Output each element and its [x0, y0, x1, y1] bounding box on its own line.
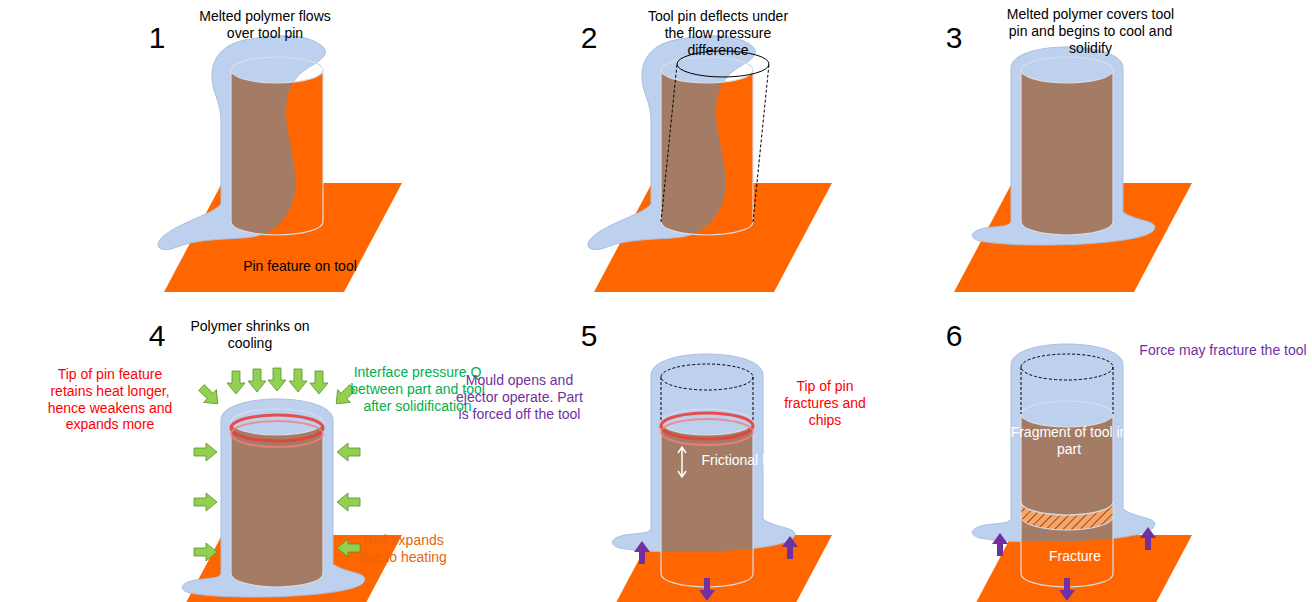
- annotation-note: Mould opens and ejector operate. Part is…: [452, 372, 587, 422]
- ejector-arrows: [992, 527, 1156, 601]
- tool-pin: [661, 70, 753, 235]
- annotation-note: Tool expands due to heating: [350, 532, 455, 566]
- annotation-note: Tip of pin fractures and chips: [770, 378, 880, 428]
- cavity-side: [1021, 367, 1113, 414]
- polymer-shell: [972, 47, 1155, 245]
- annotation-note: Force may fracture the tool: [1138, 342, 1308, 359]
- annotation-note: Tip of pin feature retains heat longer, …: [35, 366, 185, 433]
- friction-arrow: [678, 447, 686, 477]
- pressure-arrow: [194, 493, 217, 511]
- pin-outline: [661, 57, 753, 235]
- step-number: 4: [140, 318, 174, 354]
- tool-pin: [231, 422, 323, 587]
- panel-illustration: [158, 36, 402, 292]
- part-label: Fragment of tool in part: [1008, 424, 1130, 458]
- pressure-arrow: [337, 539, 360, 557]
- pressure-arrow: [289, 369, 307, 392]
- tool-pin: [1021, 70, 1113, 235]
- fragment-outline: [1021, 401, 1113, 515]
- tool-pin: [231, 70, 323, 235]
- polymer-melt: [158, 36, 326, 250]
- pressure-arrow: [194, 543, 217, 561]
- part-label: Frictional load: [690, 452, 800, 469]
- panel-illustration: [588, 36, 832, 292]
- pressure-arrow: [248, 369, 266, 392]
- panel-illustration: [594, 354, 832, 602]
- cavity-outline: [1021, 354, 1113, 414]
- pressure-arrow: [337, 493, 360, 511]
- pin-outline: [1021, 57, 1113, 235]
- pressure-arrow: [194, 443, 217, 461]
- tool-pin: [661, 422, 753, 587]
- ejector-arrow: [1059, 578, 1075, 601]
- hot-tip-band: [231, 415, 323, 441]
- step-number: 2: [572, 20, 606, 56]
- step-caption: Polymer shrinks on cooling: [190, 318, 310, 352]
- covered-pin: [661, 422, 753, 587]
- ejector-arrow: [992, 533, 1008, 556]
- panel-illustration: [954, 344, 1192, 602]
- pin-outline: [231, 57, 323, 235]
- pressure-arrow: [310, 371, 328, 394]
- pin-outline: [661, 409, 753, 587]
- cavity-top: [661, 364, 753, 390]
- ejector-arrow: [782, 536, 798, 559]
- pin-outline: [231, 409, 323, 587]
- pressure-arrow: [268, 368, 286, 391]
- chipped-tip-band: [661, 419, 753, 445]
- covered-pin: [661, 70, 753, 235]
- deflected-pin-side: [661, 64, 769, 222]
- ejector-arrows: [634, 536, 798, 601]
- chipped-tip-band: [661, 413, 753, 439]
- step-number: 3: [937, 20, 971, 56]
- step-caption: Melted polymer covers tool pin and begin…: [998, 6, 1183, 56]
- ejector-arrow: [634, 541, 650, 564]
- covered-pin: [231, 422, 323, 587]
- part-label: Fracture: [1025, 548, 1125, 565]
- part-label: Pin feature on tool: [225, 258, 375, 275]
- step-number: 1: [140, 20, 174, 56]
- pressure-arrow: [195, 381, 224, 410]
- step-number: 5: [572, 318, 606, 354]
- pressure-arrows: [194, 368, 360, 561]
- polymer-melt: [588, 36, 756, 250]
- ejected-part: [972, 344, 1155, 542]
- pressure-arrow: [227, 371, 245, 394]
- pressure-arrow: [337, 443, 360, 461]
- cavity-top: [1021, 354, 1113, 380]
- panel-illustration: [954, 47, 1192, 292]
- covered-pin: [231, 70, 323, 235]
- ejector-arrow: [1140, 527, 1156, 550]
- hot-tip-band: [231, 421, 323, 447]
- covered-pin: [1021, 70, 1113, 235]
- step-caption: Tool pin deflects under the flow pressur…: [638, 8, 798, 58]
- step-number: 6: [937, 318, 971, 354]
- ejector-arrow: [699, 578, 715, 601]
- step-caption: Melted polymer flows over tool pin: [190, 8, 340, 42]
- polymer-shell: [182, 399, 365, 597]
